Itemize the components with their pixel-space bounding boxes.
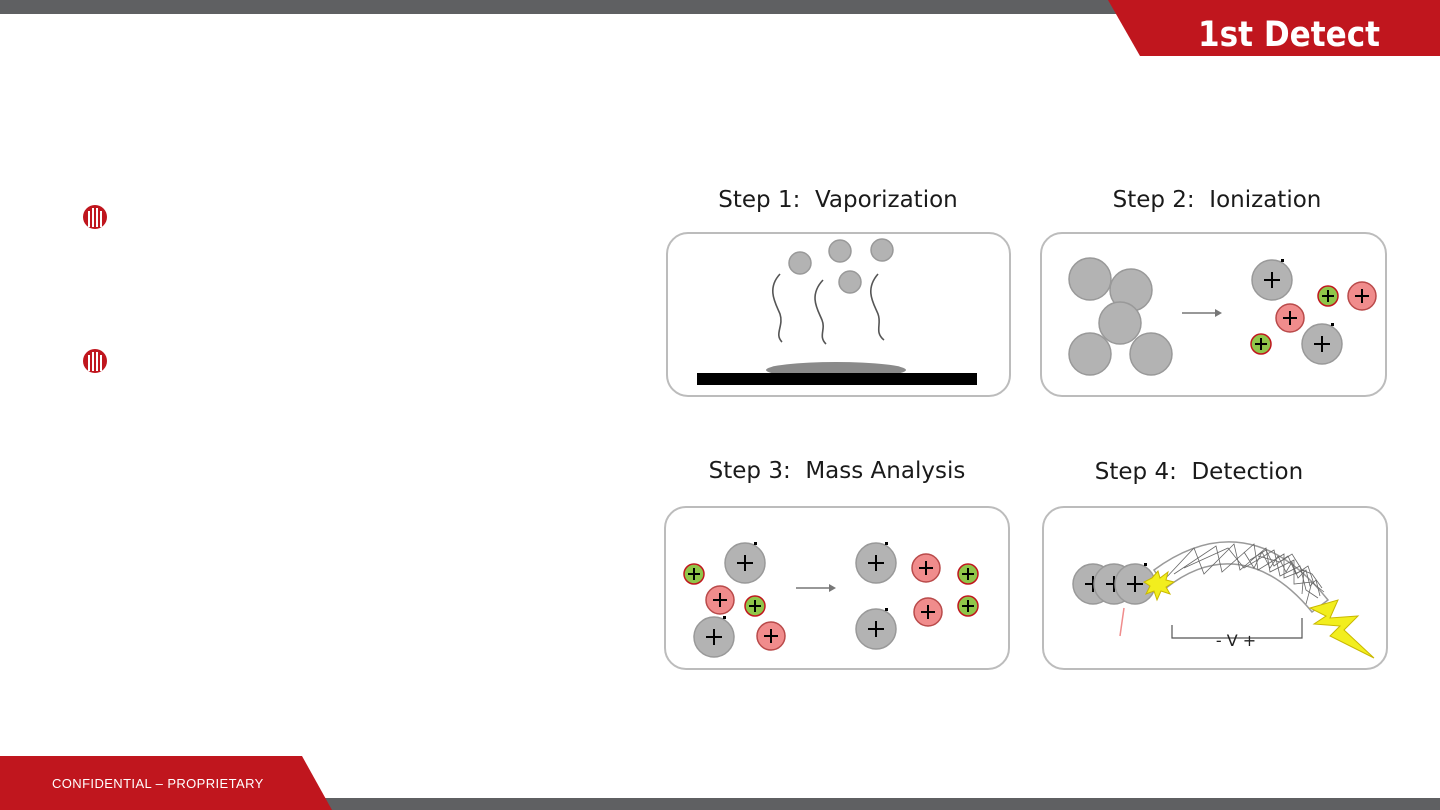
impact-flash-icon xyxy=(1143,569,1176,602)
ion-green xyxy=(957,595,979,617)
ion-large xyxy=(724,542,766,584)
ion-large xyxy=(1251,259,1293,301)
ion-green xyxy=(1317,285,1339,307)
neutral-molecule xyxy=(1098,301,1142,345)
ion-green xyxy=(744,595,766,617)
confidential-label: CONFIDENTIAL – PROPRIETARY xyxy=(52,776,264,791)
voltage-label: - V + xyxy=(1216,631,1256,650)
neutral-molecule xyxy=(1068,257,1112,301)
ion-green xyxy=(1250,333,1272,355)
voltage-circuit xyxy=(1171,618,1303,639)
ion-red xyxy=(913,597,943,627)
vapor-molecule xyxy=(870,238,894,262)
footer-bar xyxy=(0,798,1440,810)
vapor-wave xyxy=(771,273,783,343)
neutral-molecule xyxy=(1129,332,1173,376)
vapor-wave xyxy=(869,273,885,341)
mass-analysis-panel xyxy=(664,506,1010,670)
arrow-head-icon xyxy=(1215,309,1222,317)
step-3-title: Step 3: Mass Analysis xyxy=(708,458,966,484)
vapor-wave xyxy=(814,279,827,345)
step-4-title: Step 4: Detection xyxy=(1094,459,1304,485)
ion-red xyxy=(1275,303,1305,333)
ion-large xyxy=(693,616,735,658)
brand-logo: 1st Detect xyxy=(1108,0,1440,56)
bullet-brand-icon xyxy=(82,348,108,374)
vapor-molecule xyxy=(788,251,812,275)
neutral-molecule xyxy=(1068,332,1112,376)
step-2-title: Step 2: Ionization xyxy=(1112,187,1322,213)
ionization-diagram xyxy=(1068,257,1377,376)
lightning-signal-icon xyxy=(1308,599,1375,659)
ion-large xyxy=(1301,323,1343,365)
ion-red xyxy=(1347,281,1377,311)
electron-cascade xyxy=(1163,543,1325,605)
logo-text: 1st Detect xyxy=(1198,15,1380,55)
vaporization-diagram xyxy=(697,238,977,385)
vapor-molecule xyxy=(838,270,862,294)
step-1-title: Step 1: Vaporization xyxy=(718,187,958,213)
vaporization-panel xyxy=(666,232,1011,397)
ion-red xyxy=(911,553,941,583)
top-bar xyxy=(0,0,1440,14)
ionization-panel xyxy=(1040,232,1387,397)
detection-diagram: - V + xyxy=(1072,541,1375,659)
heated-surface xyxy=(697,373,977,385)
ion-green xyxy=(957,563,979,585)
footer-tab xyxy=(0,756,340,810)
arrow-head-icon xyxy=(829,584,836,592)
bullet-brand-icon xyxy=(82,204,108,230)
vapor-molecule xyxy=(828,239,852,263)
ion-trail xyxy=(1119,607,1125,637)
mass-analysis-diagram xyxy=(683,542,979,658)
ion-green xyxy=(683,563,705,585)
detection-panel: - V + xyxy=(1042,506,1388,670)
ion-large xyxy=(855,542,897,584)
electron-multiplier xyxy=(1152,541,1330,614)
ion-red xyxy=(705,585,735,615)
ion-large xyxy=(855,608,897,650)
ion-red xyxy=(756,621,786,651)
